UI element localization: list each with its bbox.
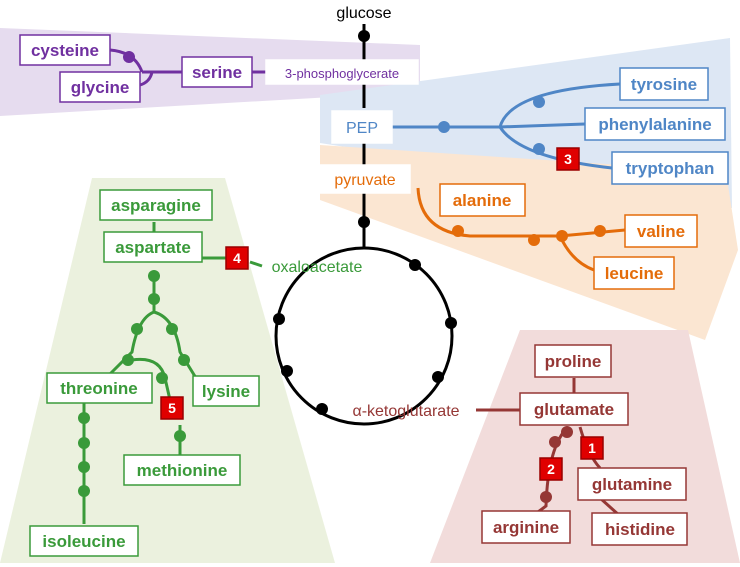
step-marker-5-label: 5 bbox=[168, 400, 176, 416]
pep-box bbox=[331, 110, 393, 144]
tca-step-dot bbox=[409, 259, 421, 271]
glutamate-branch-dot bbox=[540, 491, 552, 503]
arginine-label: arginine bbox=[493, 518, 559, 537]
pep-label: PEP bbox=[346, 120, 378, 137]
tryptophan-label: tryptophan bbox=[626, 159, 715, 178]
isoleucine-box bbox=[29, 525, 139, 557]
asparagine-box bbox=[99, 189, 213, 221]
step-marker-1 bbox=[580, 436, 604, 460]
step-marker-2 bbox=[539, 457, 563, 481]
pyruvate-step-dot bbox=[358, 216, 370, 228]
pyruvate-branch-dot bbox=[528, 234, 540, 246]
valine-box bbox=[624, 214, 698, 248]
cysteine-box bbox=[19, 34, 111, 66]
alanine-label: alanine bbox=[453, 191, 512, 210]
step-marker-4 bbox=[225, 246, 249, 270]
akg-label: α-ketoglutarate bbox=[352, 403, 459, 420]
threonine-label: threonine bbox=[60, 379, 137, 398]
pyruvate-branch-dot bbox=[556, 230, 568, 242]
phenylalanine-box bbox=[584, 107, 726, 141]
methionine-box bbox=[123, 454, 241, 486]
pyruvate-branch-dot bbox=[594, 225, 606, 237]
aromatic-branch-dot bbox=[533, 96, 545, 108]
tryptophan-box bbox=[611, 151, 729, 185]
glycine-label: glycine bbox=[71, 78, 130, 97]
aspartate-box bbox=[103, 231, 203, 263]
pyruvate-label: pyruvate bbox=[334, 172, 395, 189]
aspartate-branch-dot bbox=[78, 437, 90, 449]
phosphoglycerate-box bbox=[265, 59, 419, 85]
amino-acid-boxes bbox=[19, 34, 729, 557]
aromatic-branch-dot bbox=[438, 121, 450, 133]
aspartate-branch-dot bbox=[78, 412, 90, 424]
aspartate-branch-dot bbox=[174, 430, 186, 442]
glutamate-box bbox=[519, 392, 629, 426]
proline-box bbox=[534, 344, 612, 378]
step-marker-5 bbox=[160, 396, 184, 420]
aspartate-branch-dot bbox=[78, 485, 90, 497]
tca-step-dot bbox=[273, 313, 285, 325]
pyruvate-branch-dot bbox=[452, 225, 464, 237]
aspartate-branch-dot bbox=[148, 293, 160, 305]
lysine-label: lysine bbox=[202, 382, 250, 401]
aspartate-branch-dot bbox=[122, 354, 134, 366]
aspartate-branch-dot bbox=[78, 461, 90, 473]
phosphoglycerate-label: 3-phosphoglycerate bbox=[285, 66, 399, 81]
tca-step-dot bbox=[281, 365, 293, 377]
leucine-box bbox=[593, 256, 675, 290]
aspartate-label: aspartate bbox=[115, 238, 191, 257]
arginine-box bbox=[481, 510, 571, 544]
asparagine-label: asparagine bbox=[111, 196, 201, 215]
lysine-box bbox=[192, 375, 260, 407]
tca-step-dot bbox=[432, 371, 444, 383]
tca-cycle bbox=[273, 246, 457, 426]
alanine-box bbox=[439, 183, 526, 217]
glutamate-label: glutamate bbox=[534, 400, 614, 419]
serine-box bbox=[181, 56, 253, 88]
serine-branch-dot bbox=[123, 51, 135, 63]
aromatic-branch-dot bbox=[533, 143, 545, 155]
isoleucine-label: isoleucine bbox=[42, 532, 125, 551]
aspartate-branch-dot bbox=[178, 354, 190, 366]
methionine-label: methionine bbox=[137, 461, 228, 480]
glutamate-branch-dot bbox=[561, 426, 573, 438]
tca-step-dot bbox=[316, 403, 328, 415]
histidine-box bbox=[591, 512, 688, 546]
glutamine-label: glutamine bbox=[592, 475, 672, 494]
aspartate-branch-dot bbox=[166, 323, 178, 335]
pyruvate-box bbox=[319, 164, 411, 194]
step-marker-2-label: 2 bbox=[547, 461, 555, 477]
step-marker-3 bbox=[556, 147, 580, 171]
aspartate-branch-dot bbox=[156, 372, 168, 384]
oxaloacetate-label: oxaloacetate bbox=[272, 259, 363, 276]
tyrosine-label: tyrosine bbox=[631, 75, 697, 94]
step-markers bbox=[160, 147, 604, 481]
cysteine-label: cysteine bbox=[31, 41, 99, 60]
step-marker-3-label: 3 bbox=[564, 151, 572, 167]
step-marker-1-label: 1 bbox=[588, 440, 596, 456]
glycine-box bbox=[59, 71, 141, 103]
serine-label: serine bbox=[192, 63, 242, 82]
leucine-label: leucine bbox=[605, 264, 664, 283]
glutamine-box bbox=[577, 467, 687, 501]
valine-label: valine bbox=[637, 222, 685, 241]
tca-step-dot bbox=[445, 317, 457, 329]
glucose-step-dot bbox=[358, 30, 370, 42]
glucose-label: glucose bbox=[336, 5, 391, 22]
aspartate-branch-dot bbox=[148, 270, 160, 282]
proline-label: proline bbox=[545, 352, 602, 371]
histidine-label: histidine bbox=[605, 520, 675, 539]
aspartate-branch-dot bbox=[131, 323, 143, 335]
threonine-box bbox=[46, 372, 153, 404]
glutamate-branch-dot bbox=[549, 436, 561, 448]
step-marker-4-label: 4 bbox=[233, 250, 241, 266]
tyrosine-box bbox=[619, 67, 709, 101]
phenylalanine-label: phenylalanine bbox=[598, 115, 711, 134]
